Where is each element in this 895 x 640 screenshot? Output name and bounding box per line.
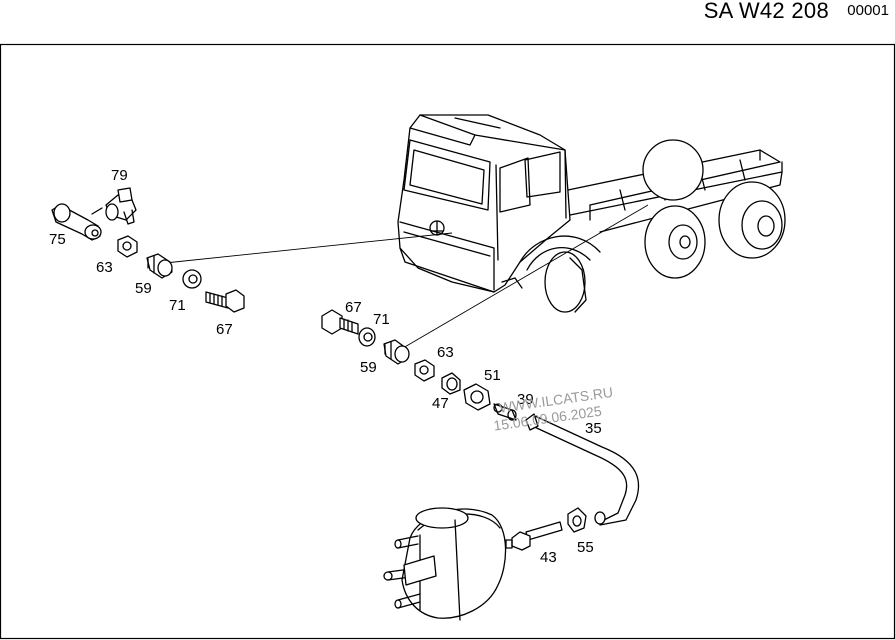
callout-55: 55 [577, 539, 594, 556]
callout-71: 71 [169, 297, 186, 314]
callout-59: 59 [135, 280, 152, 297]
compressor-icon [383, 507, 507, 621]
connector-icon [383, 339, 410, 365]
callout-63: 63 [437, 344, 454, 361]
callout-79: 79 [111, 167, 128, 184]
connector-icon [505, 521, 563, 551]
callout-67: 67 [345, 299, 362, 316]
connector-icon [146, 253, 173, 279]
callout-39: 39 [517, 391, 534, 408]
washer-icon [182, 269, 202, 289]
callout-67: 67 [216, 321, 233, 338]
hose-clip-icon [567, 507, 587, 533]
fitting-icon [493, 403, 517, 421]
banjo-fitting-icon [51, 203, 102, 241]
callout-71: 71 [373, 311, 390, 328]
fitting-icon [91, 187, 137, 225]
bolt-icon [321, 309, 359, 335]
callout-43: 43 [540, 549, 557, 566]
bolt-icon [205, 289, 245, 313]
washer-icon [358, 327, 376, 347]
truck-chassis-icon [397, 114, 786, 313]
plug-icon [441, 372, 461, 395]
hex-nut-icon [463, 383, 491, 411]
callout-35: 35 [585, 420, 602, 437]
hex-nut-icon [117, 235, 138, 258]
hose-icon [525, 413, 640, 526]
callout-59: 59 [360, 359, 377, 376]
page-header: SA W42 208 00001 [0, 0, 895, 44]
leader-line [402, 204, 649, 349]
callout-75: 75 [49, 231, 66, 248]
callout-63: 63 [96, 259, 113, 276]
sheet-number: 00001 [847, 2, 889, 19]
page-code: SA W42 208 [703, 0, 829, 23]
hex-nut-icon [414, 359, 435, 382]
leader-line [164, 232, 453, 264]
callout-51: 51 [484, 367, 501, 384]
callout-47: 47 [432, 395, 449, 412]
